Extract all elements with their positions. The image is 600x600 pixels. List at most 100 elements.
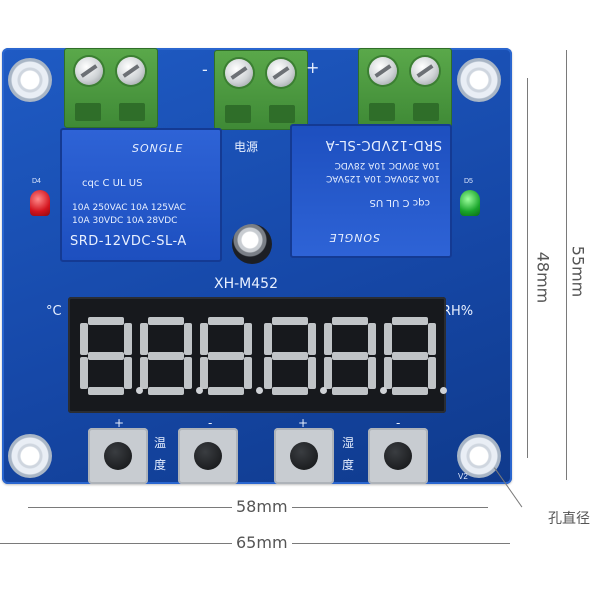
terminal-block-left [64, 48, 158, 128]
display-decimal-point [256, 387, 263, 394]
display-segment [148, 317, 184, 325]
btn-minus-label: - [396, 416, 401, 430]
humidity-minus-button[interactable] [368, 428, 428, 484]
display-digit [264, 317, 327, 395]
mounting-hole-bottom-left [8, 434, 52, 478]
humidity-label-char: 湿 [342, 436, 355, 450]
screw-icon [225, 59, 253, 87]
dimension-48mm: 48mm [533, 247, 553, 308]
terminal-minus-label: - [202, 60, 208, 79]
relay-brand: SONGLE [328, 231, 380, 244]
temp-plus-button[interactable] [88, 428, 148, 484]
hole-diameter-note: 孔直径 [548, 511, 590, 527]
display-segment [308, 357, 316, 389]
terminal-block-right [358, 48, 452, 128]
display-segment [80, 357, 88, 389]
wire-slot [269, 105, 295, 123]
display-segment [272, 352, 308, 360]
screw-icon [267, 59, 295, 87]
relay-cert-marks: cqc C UL US [82, 178, 143, 189]
wire-slot [119, 103, 145, 121]
version-label: V2 [458, 472, 468, 481]
btn-plus-label: + [298, 416, 309, 430]
display-segment [332, 352, 368, 360]
display-segment [244, 323, 252, 355]
display-digit [384, 317, 447, 395]
display-segment [272, 387, 308, 395]
display-segment [332, 317, 368, 325]
display-segment [124, 357, 132, 389]
unit-humidity-label: RH% [442, 304, 474, 319]
display-segment [148, 352, 184, 360]
relay-spec-line: 10A 250VAC 10A 125VAC [326, 173, 440, 183]
pcb-board: - + 电源 SONGLE cqc C UL US 10A 250VAC 10A… [2, 48, 512, 484]
display-segment [324, 323, 332, 355]
terminal-block-power [214, 50, 308, 130]
display-segment [88, 317, 124, 325]
display-decimal-point [320, 387, 327, 394]
mounting-hole-top-right [457, 58, 501, 102]
display-segment [88, 387, 124, 395]
temperature-label-char: 度 [154, 458, 167, 472]
humidity-plus-button[interactable] [274, 428, 334, 484]
display-segment [324, 357, 332, 389]
temp-minus-button[interactable] [178, 428, 238, 484]
display-digit [140, 317, 203, 395]
led-right-label: D5 [464, 178, 473, 185]
display-decimal-point [196, 387, 203, 394]
display-segment [428, 323, 436, 355]
dimension-line-55mm [566, 50, 567, 480]
screw-icon [117, 57, 145, 85]
display-segment [384, 323, 392, 355]
relay-model: SRD-12VDC-SL-A [70, 234, 187, 249]
dimension-58mm: 58mm [232, 497, 292, 516]
display-digit [80, 317, 143, 395]
capacitor [232, 224, 272, 264]
screw-icon [369, 57, 397, 85]
display-segment [332, 387, 368, 395]
display-segment [308, 323, 316, 355]
dimension-55mm: 55mm [568, 241, 588, 302]
display-segment [208, 387, 244, 395]
relay-spec-line: 10A 30VDC 10A 28VDC [334, 160, 440, 170]
display-segment [272, 317, 308, 325]
relay-left: SONGLE cqc C UL US 10A 250VAC 10A 125VAC… [60, 128, 222, 262]
display-segment [184, 323, 192, 355]
led-red [30, 190, 50, 216]
display-segment [264, 323, 272, 355]
display-segment [140, 323, 148, 355]
unit-celsius-label: °C [46, 304, 62, 319]
display-segment [244, 357, 252, 389]
relay-brand: SONGLE [132, 142, 184, 155]
dimension-line-48mm [527, 78, 528, 458]
display-segment [148, 387, 184, 395]
seven-segment-display [68, 297, 447, 413]
display-segment [368, 323, 376, 355]
display-segment [140, 357, 148, 389]
humidity-label: 湿 度 [342, 432, 354, 476]
display-segment [88, 352, 124, 360]
relay-specs: 10A 250VAC 10A 125VAC 10A 30VDC 10A 28VD… [72, 202, 186, 228]
display-segment [124, 323, 132, 355]
temperature-label-char: 温 [154, 436, 167, 450]
mounting-hole-top-left [8, 58, 52, 102]
display-segment [368, 357, 376, 389]
display-digit [324, 317, 387, 395]
relay-right: SONGLE cqc C UL US 10A 250VAC 10A 125VAC… [290, 124, 452, 258]
relay-model: SRD-12VDC-SL-A [325, 137, 442, 152]
relay-spec-line: 10A 250VAC 10A 125VAC [72, 203, 186, 213]
display-segment [264, 357, 272, 389]
btn-minus-label: - [208, 416, 213, 430]
wire-slot [413, 103, 439, 121]
wire-slot [369, 103, 395, 121]
relay-spec-line: 10A 30VDC 10A 28VDC [72, 216, 178, 226]
mounting-hole-bottom-right [457, 434, 501, 478]
display-segment [392, 352, 428, 360]
display-segment [184, 357, 192, 389]
led-left-label: D4 [32, 178, 41, 185]
display-segment [384, 357, 392, 389]
led-green [460, 190, 480, 216]
btn-plus-label: + [114, 416, 125, 430]
relay-specs: 10A 250VAC 10A 125VAC 10A 30VDC 10A 28VD… [326, 158, 440, 184]
